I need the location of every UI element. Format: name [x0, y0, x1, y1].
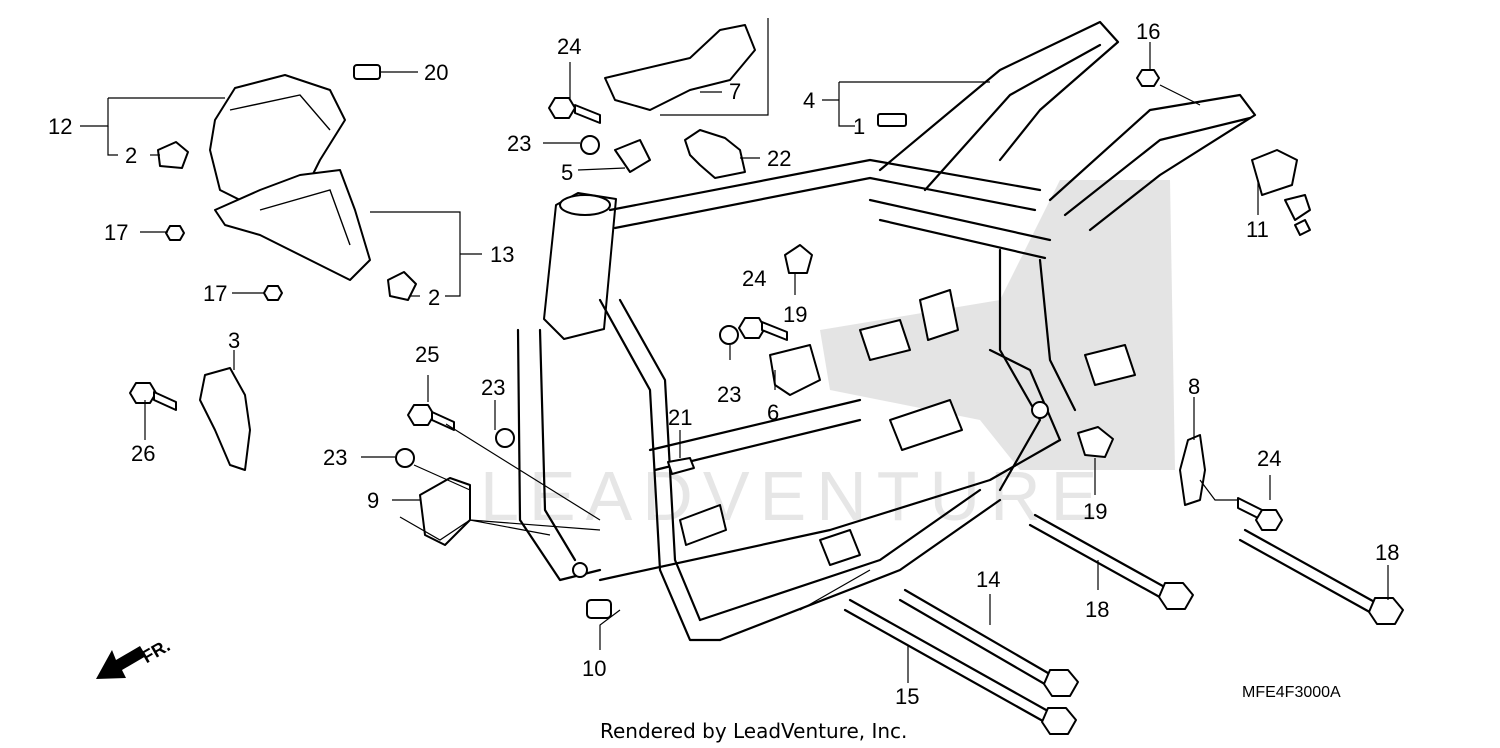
callout-17a: 17 — [104, 220, 128, 245]
pad-1 — [877, 113, 907, 127]
callout-19a: 19 — [783, 302, 807, 327]
key-set-11 — [1251, 149, 1311, 236]
nuts-23 — [395, 135, 739, 468]
bracket-9 — [419, 477, 471, 546]
callout-17b: 17 — [203, 281, 227, 306]
credit-text: Rendered by LeadVenture, Inc. — [600, 719, 907, 743]
callout-26: 26 — [131, 441, 155, 466]
callout-25: 25 — [415, 342, 439, 367]
watermark-shadow — [820, 180, 1175, 470]
diagram-code: MFE4F3000A — [1242, 684, 1341, 701]
callout-14: 14 — [976, 567, 1000, 592]
clip-20 — [353, 64, 381, 80]
callout-21: 21 — [668, 405, 692, 430]
callout-23b: 23 — [717, 382, 741, 407]
callout-10: 10 — [582, 656, 606, 681]
callout-7: 7 — [729, 79, 741, 104]
plate-7 — [604, 24, 756, 111]
frame-cover-13 — [214, 169, 371, 281]
callout-15: 15 — [895, 684, 919, 709]
callout-16: 16 — [1136, 19, 1160, 44]
callout-1: 1 — [853, 114, 865, 139]
callout-13: 13 — [490, 242, 514, 267]
callout-5: 5 — [561, 160, 573, 185]
callout-24a: 24 — [557, 34, 581, 59]
bolt-15 — [843, 598, 1077, 735]
grommet-2b — [387, 271, 417, 301]
grommet-2a — [157, 141, 189, 169]
callout-6: 6 — [767, 400, 779, 425]
callout-23a: 23 — [507, 131, 531, 156]
callout-18a: 18 — [1085, 597, 1109, 622]
callout-22: 22 — [767, 146, 791, 171]
bolt-14 — [898, 588, 1079, 697]
callouts: 1 2 2 3 4 5 6 7 8 9 10 11 12 13 14 15 16… — [48, 19, 1399, 709]
bracket-6 — [769, 344, 821, 396]
callout-23c: 23 — [481, 375, 505, 400]
callout-2a: 2 — [125, 143, 137, 168]
bolt-18b — [1238, 528, 1404, 625]
callout-4: 4 — [803, 88, 815, 113]
callout-11: 11 — [1246, 217, 1269, 242]
callout-12: 12 — [48, 114, 72, 139]
callout-24c: 24 — [1257, 446, 1281, 471]
watermark-text: LEADVENTURE — [480, 457, 1107, 535]
clip-21 — [667, 457, 695, 475]
callout-20: 20 — [424, 60, 448, 85]
callout-18b: 18 — [1375, 540, 1399, 565]
front-label: FR. — [138, 635, 173, 667]
front-direction-arrow: FR. — [96, 635, 173, 679]
bracket-5 — [614, 139, 651, 173]
bracket-3 — [199, 367, 251, 471]
spacer-10 — [586, 599, 612, 619]
clamp-22 — [684, 129, 746, 179]
callout-9: 9 — [367, 488, 379, 513]
cap-19b — [1077, 426, 1114, 458]
callout-19b: 19 — [1083, 499, 1107, 524]
leader-lines — [80, 18, 1389, 683]
callout-2b: 2 — [428, 285, 440, 310]
main-frame — [516, 20, 1257, 642]
cap-19a — [784, 244, 813, 274]
bolts-small — [129, 69, 1283, 531]
front-arrow-icon — [96, 646, 146, 679]
callout-23d: 23 — [323, 445, 347, 470]
callout-24b: 24 — [742, 266, 766, 291]
callout-3: 3 — [228, 328, 240, 353]
callout-8: 8 — [1188, 374, 1200, 399]
bracket-8 — [1179, 434, 1206, 506]
